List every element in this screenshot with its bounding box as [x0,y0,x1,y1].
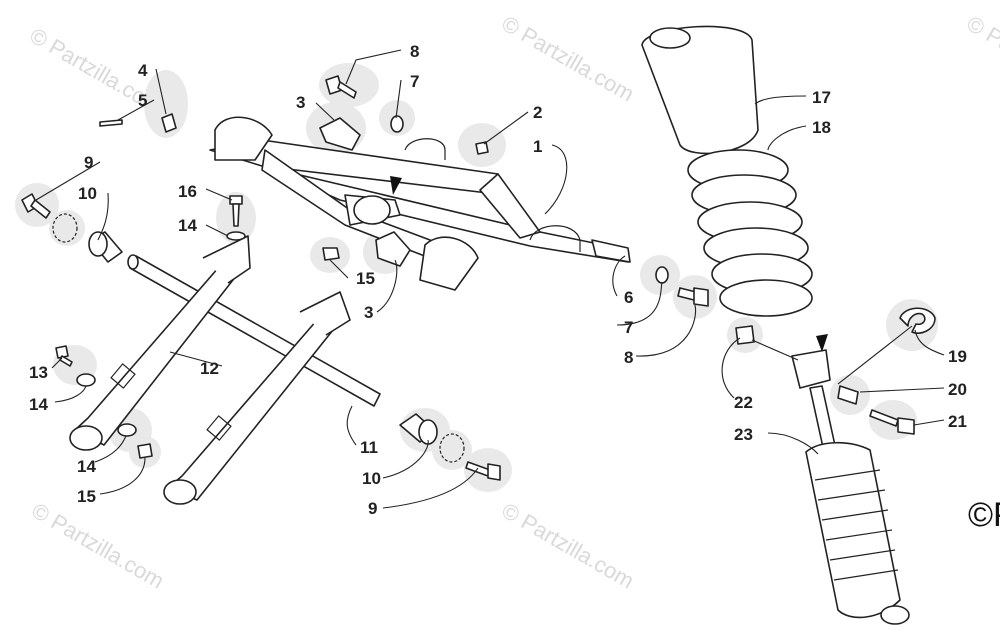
screw-5 [100,120,122,126]
callout: 12 [200,359,219,378]
spring-boot [642,26,758,153]
callout: 3 [364,303,373,322]
washer-14-lower [118,424,136,436]
callout: 2 [533,103,542,122]
callout: 10 [78,184,97,203]
washer-upper [391,116,403,132]
callout: 13 [29,363,48,382]
callout: 7 [624,318,633,337]
callout: 14 [77,457,96,476]
callout: 22 [734,393,753,412]
callout: 1 [533,137,542,156]
callout: 16 [178,182,197,201]
nut-15-upper [323,248,339,260]
watermark: © Partzilla.com [963,11,1000,107]
callout: 8 [410,42,419,61]
washer-14-upper [227,232,245,240]
nut-15-lower [138,444,152,458]
a-arm-frame [210,117,630,290]
callout: 7 [410,72,419,91]
callout: 8 [624,348,633,367]
callout: 9 [84,153,93,172]
watermark: © Partzilla.com [28,498,169,594]
callout: 18 [812,118,831,137]
callout: 11 [360,438,378,457]
callout: 6 [624,288,633,307]
callout: 23 [734,425,753,444]
arrow-marker [390,176,402,195]
callout: 15 [77,487,96,506]
callout: 14 [178,216,197,235]
callout: 20 [948,380,967,399]
callout: 9 [368,499,377,518]
callout: 3 [296,93,305,112]
callout: 15 [356,269,375,288]
callout: 19 [948,347,967,366]
copyright-mark: ©P [968,496,1000,535]
rear-arm-left [70,236,250,450]
callout: 10 [362,469,381,488]
nut-22 [736,326,754,344]
grease-fitting [476,142,488,154]
watermark: © Partzilla.com [498,11,639,107]
washer-right [656,267,668,283]
callout: 17 [812,88,831,107]
watermark: © Partzilla.com [498,498,639,594]
callout: 5 [138,91,147,110]
washer-14-left [77,374,95,386]
callout: 14 [29,395,48,414]
callout: 4 [138,61,148,80]
callout: 21 [948,412,967,431]
